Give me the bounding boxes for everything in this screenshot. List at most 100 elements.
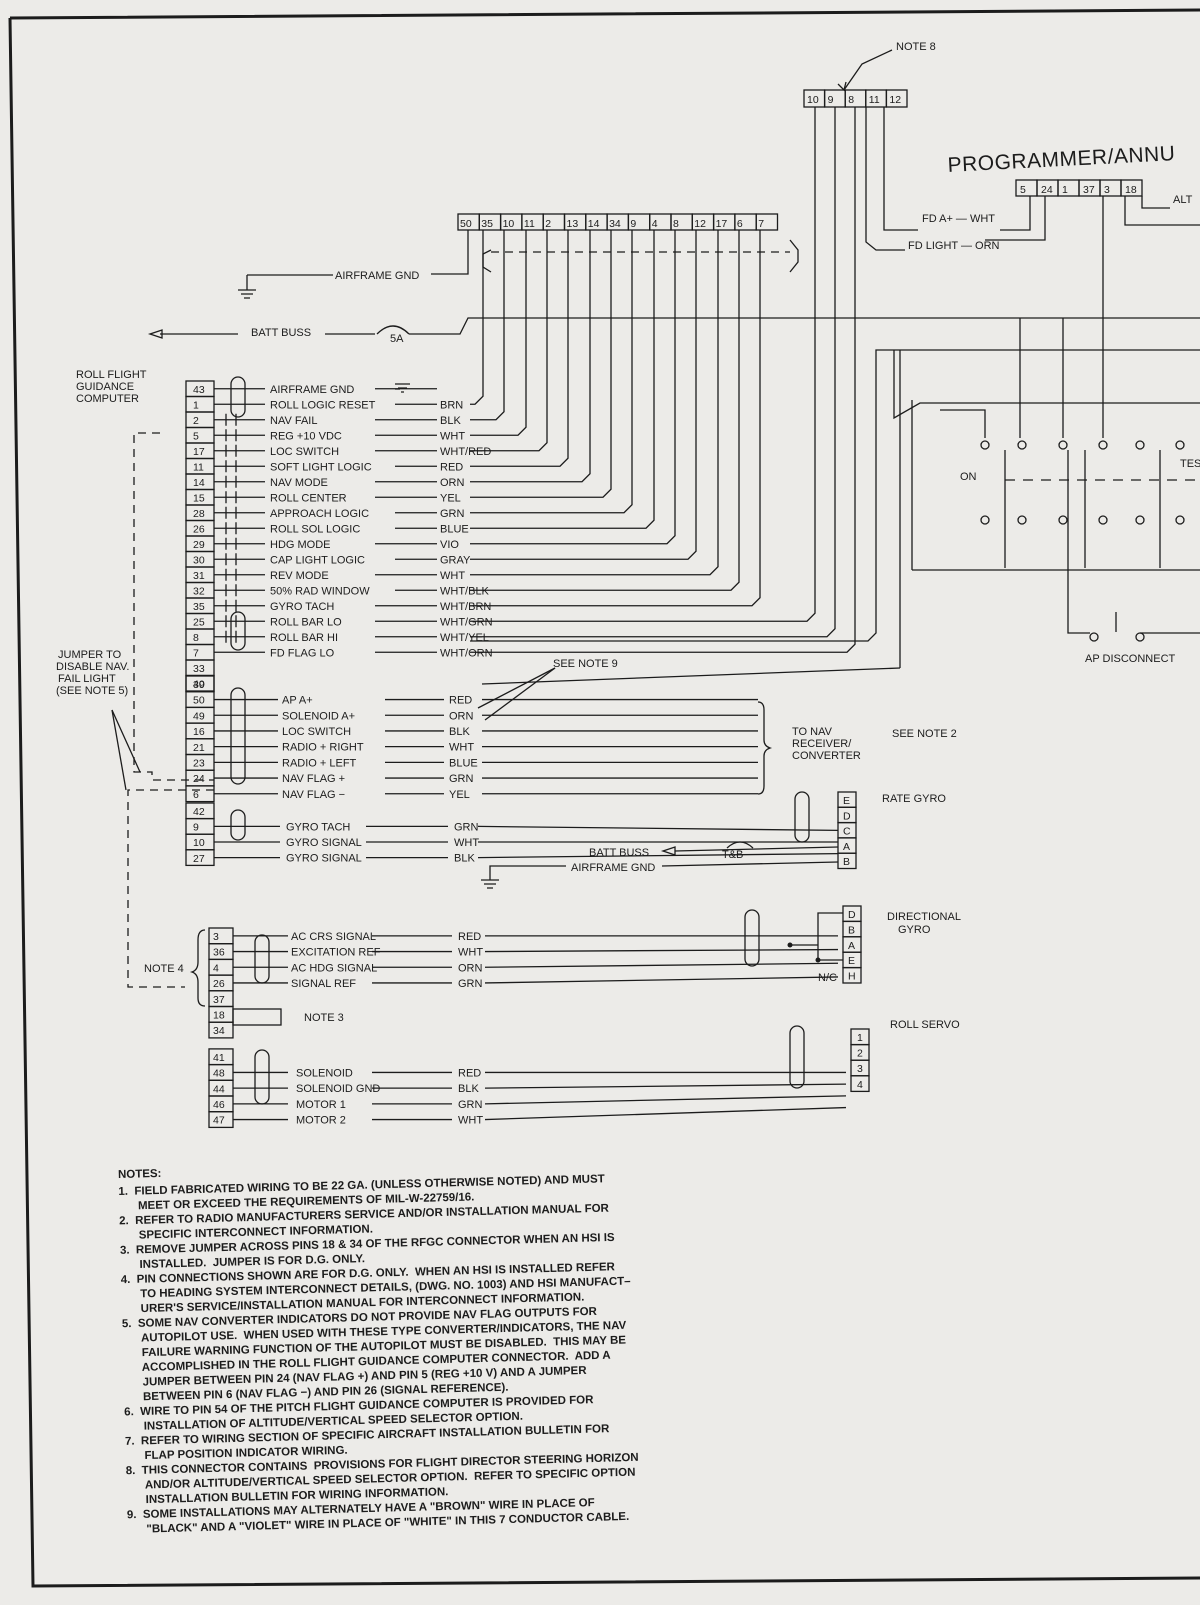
shield-oval (230, 809, 246, 841)
signal-wire (470, 230, 740, 591)
rfgc-pin: 28 (193, 508, 205, 520)
programmer-top-pin: 10 (807, 94, 819, 106)
switch-contact (1098, 515, 1108, 525)
batt-buss-label: BATT BUSS (251, 327, 311, 339)
rfgc-signal-label: LOC SWITCH (270, 446, 339, 458)
on-label: ON (960, 471, 977, 483)
top-connector-pin: 17 (716, 218, 728, 230)
programmer-pin: 3 (1104, 184, 1110, 196)
rfgc-pin: 50 (193, 695, 205, 707)
note8-arrowhead (837, 81, 847, 92)
sheet-border (8, 8, 1200, 1588)
wire-color-label: BLUE (449, 757, 478, 769)
rfgc-pin-box (185, 628, 215, 646)
switch-wire (1124, 196, 1200, 226)
rfgc-signal-label: AIRFRAME GND (270, 384, 354, 396)
signal-wire (470, 230, 676, 545)
rfgc-pin: 23 (193, 758, 205, 770)
rfgc-signal-label: REG +10 VDC (270, 430, 342, 442)
switch-contact (1175, 440, 1185, 450)
wire-color-label: BLUE (440, 523, 469, 535)
wire-color-label: GRN (458, 978, 483, 990)
airframe-gnd-wire (431, 230, 469, 275)
tb-label: T&B (722, 849, 743, 861)
rate-gyro-batt-wire (674, 846, 839, 852)
rfgc-pin: 32 (193, 586, 205, 598)
programmer-wire (470, 107, 816, 622)
wire-color-label: RED (458, 1067, 481, 1079)
programmer-wire (470, 107, 856, 653)
rfgc-signal-label: ROLL LOGIC RESET (270, 399, 376, 411)
junction-dot (787, 942, 793, 948)
wire-color-label: WHT (454, 837, 479, 849)
rfgc-signal-label: APPROACH LOGIC (270, 508, 369, 520)
ground-symbol (238, 289, 256, 299)
rate-gyro-label: RATE GYRO (882, 793, 946, 805)
programmer-title: PROGRAMMER/ANNU (947, 142, 1176, 177)
rfgc-pin: 9 (193, 822, 199, 834)
wire-color-label: WHT (458, 1115, 483, 1127)
rfgc-signal-label: NAV FAIL (270, 415, 317, 427)
rfgc-signal-label: ROLL CENTER (270, 492, 347, 504)
switch-contact (980, 515, 990, 525)
programmer-top-pin: 12 (889, 94, 901, 106)
rfgc-signal-label: 50% RAD WINDOW (270, 585, 370, 597)
rate-gyro-pin: A (843, 841, 850, 853)
top-connector-pin: 2 (545, 218, 551, 230)
wire-color-label: WHT (449, 742, 474, 754)
rfgc-pin: 26 (213, 978, 225, 990)
rfgc-pin: 2 (193, 415, 199, 427)
programmer-top-pin: 8 (848, 94, 854, 106)
rfgc-title-1: ROLL FLIGHT (76, 369, 147, 381)
directional-gyro-label-2: GYRO (898, 924, 931, 936)
batt-buss-wire (409, 317, 1200, 335)
airframe-gnd-label: AIRFRAME GND (335, 270, 419, 282)
signal-wire (470, 230, 612, 498)
top-shield-right (789, 239, 799, 273)
rfgc-pin: 41 (213, 1052, 225, 1064)
rfgc-pin: 7 (193, 648, 199, 660)
device-wire (484, 1106, 847, 1121)
wire-color-label: WHT (440, 570, 465, 582)
directional-gyro-label-1: DIRECTIONAL (887, 911, 961, 923)
ap-a-plus-wire (481, 667, 901, 685)
airframe-gnd-2-label: AIRFRAME GND (571, 862, 655, 874)
dg-pin: E (848, 955, 855, 967)
note9-leader (484, 667, 556, 721)
wire-color-label: GRN (458, 1099, 483, 1111)
rfgc-signal-label: SOLENOID GND (296, 1083, 380, 1095)
wire-color-label: WHT/YEL (440, 632, 489, 644)
notes-heading: NOTES: (118, 1168, 162, 1181)
rfgc-pin: 24 (193, 773, 205, 785)
programmer-pin-box (1120, 179, 1143, 197)
fd-a-plus-wire (883, 107, 918, 231)
rfgc-pin: 44 (213, 1083, 225, 1095)
signal-wire (470, 230, 484, 405)
switch-contact (980, 440, 990, 450)
test-label: TES (1180, 458, 1200, 470)
note8-leader (843, 49, 893, 91)
top-connector-pin: 7 (758, 218, 764, 230)
programmer-pin: 1 (1062, 184, 1068, 196)
rfgc-signal-label: NAV FLAG + (282, 773, 345, 785)
rate-gyro-pin: B (843, 856, 850, 868)
signal-wire (470, 230, 591, 483)
rfgc-signal-label: GYRO SIGNAL (286, 837, 362, 849)
wire-color-label: GRAY (440, 554, 471, 566)
top-connector-pin: 4 (652, 218, 658, 230)
switch-contact (1135, 515, 1145, 525)
wire-color-label: ORN (440, 477, 465, 489)
rfgc-signal-label: RADIO + RIGHT (282, 742, 364, 754)
ap-disconnect-contact (1089, 632, 1099, 642)
top-connector-pin: 9 (630, 218, 636, 230)
nc-label: N/C (818, 972, 837, 984)
shield-oval (744, 909, 760, 967)
switch-contact (1017, 440, 1027, 450)
rfgc-pin: 40 (193, 679, 205, 691)
signal-wire (470, 230, 719, 576)
servo-pin: 4 (857, 1079, 863, 1091)
rfgc-pin-box (208, 1021, 234, 1039)
rfgc-pin: 49 (193, 710, 205, 722)
signal-wire (470, 230, 633, 514)
rfgc-pin-box (185, 395, 215, 413)
